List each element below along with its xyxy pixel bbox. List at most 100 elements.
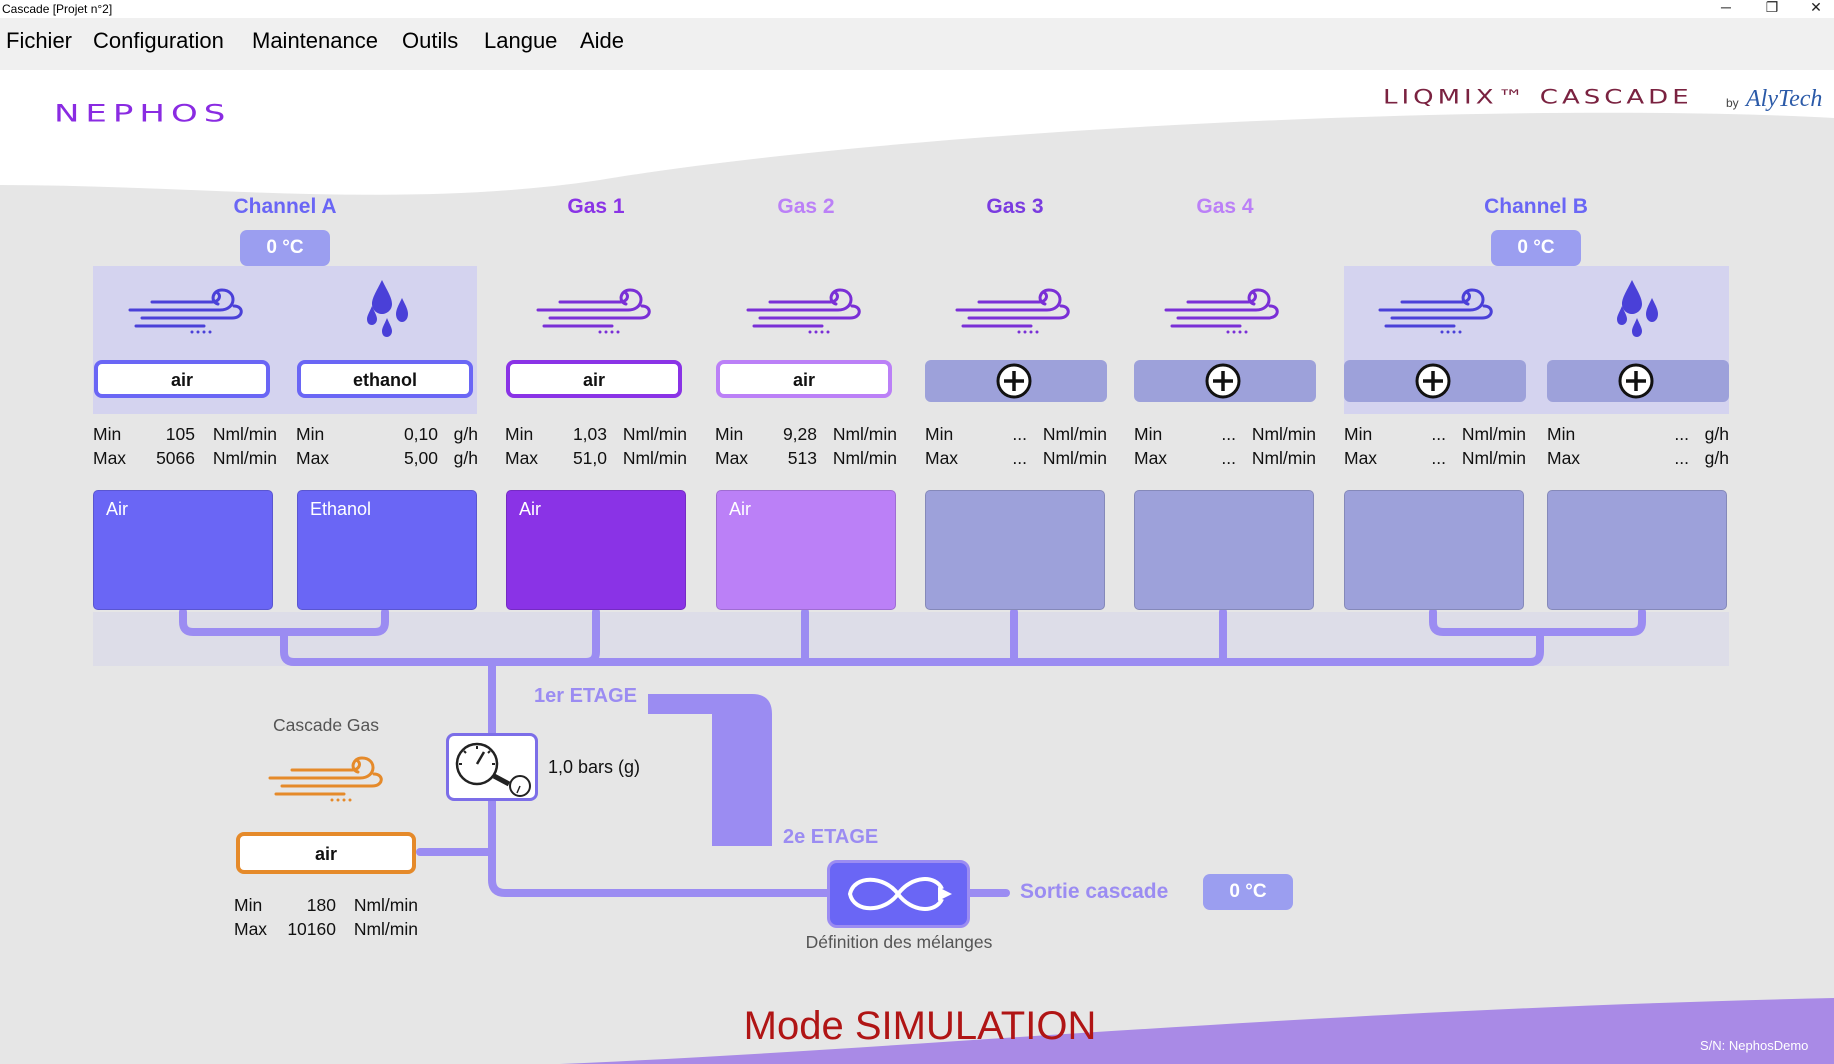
gas3-range: Min...Nml/min Max...Nml/min [925,422,1107,470]
unit-label: Nml/min [212,448,277,468]
min-value: 0,10 [403,424,438,444]
channel-a-title: Channel A [233,195,337,218]
min-label: Min [505,424,534,444]
min-label: Min [234,895,263,915]
unit-label: g/h [1704,424,1729,444]
unit-label: Nml/min [832,424,897,444]
pressure-gauge-button[interactable] [446,733,538,801]
max-value: 10160 [287,919,336,939]
cascade-gas-button[interactable]: air [236,832,416,874]
background-decor [0,70,1834,1064]
cascade-output-temperature[interactable]: 0 °C [1203,874,1293,910]
min-label: Min [296,424,325,444]
channel-b-liquid-add-button[interactable] [1547,360,1729,402]
gas4-range: Min...Nml/min Max...Nml/min [1134,422,1316,470]
channel-a-temperature[interactable]: 0 °C [240,230,330,266]
gas4-add-button[interactable] [1134,360,1316,402]
gas2-tile[interactable]: Air [716,490,896,610]
channel-b-gas-tile[interactable] [1344,490,1524,610]
max-label: Max [296,448,330,468]
min-value: 1,03 [572,424,607,444]
mixer-label: Définition des mélanges [805,932,993,952]
menu-fichier[interactable]: Fichier [6,28,73,53]
menu-maintenance[interactable]: Maintenance [252,28,378,53]
menu-aide[interactable]: Aide [580,28,625,53]
unit-label: Nml/min [212,424,277,444]
gas-flow-icon [746,288,861,334]
unit-label: g/h [453,424,478,444]
close-icon[interactable]: ✕ [1810,0,1822,15]
menu-langue[interactable]: Langue [484,28,558,53]
unit-label: Nml/min [1461,448,1526,468]
channel-b-liquid-range: Min...g/h Max...g/h [1547,422,1729,470]
max-value: ... [1674,448,1689,468]
min-label: Min [925,424,954,444]
channel-a-gas-tile[interactable]: Air [93,490,273,610]
gas1-title: Gas 1 [567,195,625,218]
channel-a-liquid-button[interactable]: ethanol [297,360,473,398]
cascade-output-label: Sortie cascade [1020,880,1169,903]
max-value: 5066 [156,448,195,468]
min-label: Min [715,424,744,444]
alytech-logo: AlyTech [1746,86,1823,112]
unit-label: g/h [453,448,478,468]
channel-b-temperature[interactable]: 0 °C [1491,230,1581,266]
window-title-bar: Cascade [Projet n°2] ─ ❐ ✕ [0,0,1834,18]
unit-label: Nml/min [353,919,418,939]
minimize-icon[interactable]: ─ [1721,0,1731,15]
max-label: Max [505,448,539,468]
gas3-add-button[interactable] [925,360,1107,402]
unit-label: Nml/min [622,448,687,468]
stage-1-label: 1er ETAGE [534,685,637,707]
channel-a-gas-button[interactable]: air [94,360,270,398]
gas-flow-icon [1378,288,1493,334]
channel-a-liquid-tile[interactable]: Ethanol [297,490,477,610]
channel-b-gas-add-button[interactable] [1344,360,1526,402]
pressure-gauge-icon [455,742,531,797]
simulation-mode-label: Mode SIMULATION [743,1004,1097,1048]
unit-label: g/h [1704,448,1729,468]
plus-circle-icon [1205,363,1241,399]
liqmix-logo: LIQMIX™ CASCADE [1383,86,1693,109]
gas2-button[interactable]: air [716,360,892,398]
unit-label: Nml/min [1042,424,1107,444]
mixer-button[interactable] [827,860,970,928]
menu-outils[interactable]: Outils [402,28,459,53]
unit-label: Nml/min [1251,424,1316,444]
max-value: ... [1221,448,1236,468]
gas1-button[interactable]: air [506,360,682,398]
gas4-title: Gas 4 [1196,195,1254,218]
plus-circle-icon [996,363,1032,399]
plus-circle-icon [1618,363,1654,399]
logo-by-text: by [1726,96,1739,110]
min-label: Min [1547,424,1576,444]
max-value: 513 [787,448,817,468]
max-label: Max [1344,448,1378,468]
channel-b-title: Channel B [1484,195,1588,218]
gas3-tile[interactable] [925,490,1105,610]
max-value: 5,00 [403,448,438,468]
max-value: 51,0 [572,448,607,468]
pressure-value: 1,0 bars (g) [548,757,641,777]
gas4-tile[interactable] [1134,490,1314,610]
max-label: Max [1134,448,1168,468]
restore-icon[interactable]: ❐ [1765,0,1779,15]
liquid-drops-icon [1617,280,1658,337]
channel-b-liquid-tile[interactable] [1547,490,1727,610]
min-value: 105 [165,424,195,444]
min-value: ... [1431,424,1446,444]
gas1-tile[interactable]: Air [506,490,686,610]
tile-label: Air [519,499,541,519]
unit-label: Nml/min [832,448,897,468]
gas2-title: Gas 2 [777,195,835,218]
min-value: 180 [306,895,336,915]
unit-label: Nml/min [622,424,687,444]
menu-configuration[interactable]: Configuration [93,28,224,53]
channel-a-liquid-range: Min 0,10 g/h Max 5,00 g/h [296,422,478,470]
min-value: ... [1012,424,1027,444]
unit-label: Nml/min [1461,424,1526,444]
